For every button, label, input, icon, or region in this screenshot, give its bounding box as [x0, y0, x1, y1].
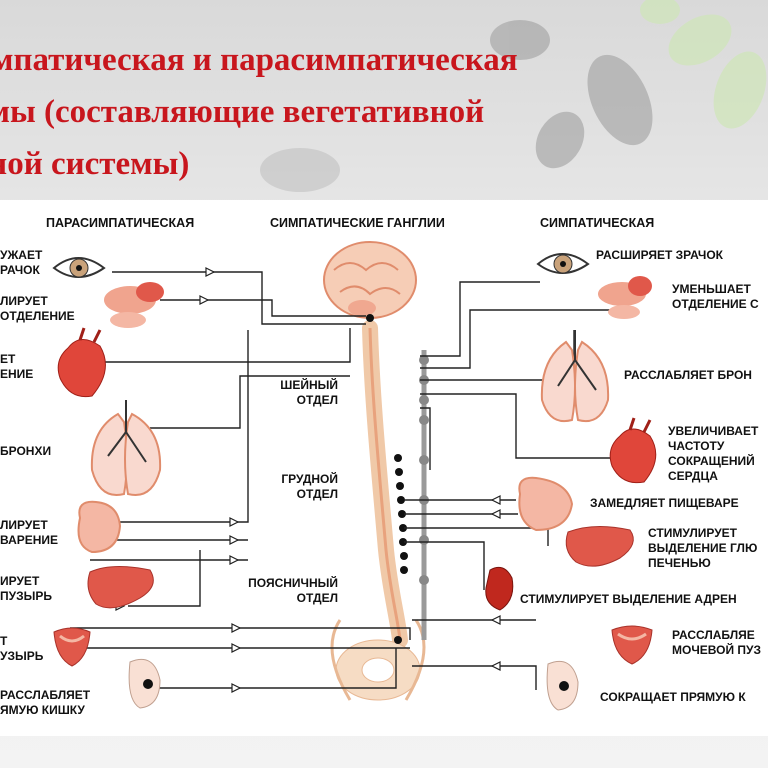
adrenal-kidney-icon	[485, 566, 514, 611]
eye-icon	[52, 257, 106, 278]
ganglia-header: СИМПАТИЧЕСКИЕ ГАНГЛИИ	[270, 216, 445, 230]
bladder-icon	[611, 625, 653, 665]
brain	[323, 241, 417, 319]
spine	[362, 320, 408, 648]
salivary-gland-icon	[598, 276, 652, 319]
salivary-gland-icon	[104, 282, 164, 328]
nervous-system-diagram	[52, 241, 657, 711]
title-line: стемы (составляющие вегетативной	[0, 94, 485, 130]
label-left-salivation: ЛИРУЕТ ОТДЕЛЕНИЕ	[0, 294, 75, 323]
slide-title: импатическая и парасимпатическая стемы (…	[0, 34, 672, 190]
pelvis	[330, 619, 426, 701]
label-right-rectum: СОКРАЩАЕТ ПРЯМУЮ К	[600, 690, 746, 704]
label-left-digestion: ЛИРУЕТ ВАРЕНИЕ	[0, 518, 59, 547]
label-left-pupil: УЖАЕТ РАЧОК	[0, 248, 43, 277]
section-lumbar: ПОЯСНИЧНЫЙ ОТДЕЛ	[248, 576, 338, 605]
heart-icon	[609, 417, 657, 484]
label-right-glucose: СТИМУЛИРУЕТ ВЫДЕЛЕНИЕ ГЛЮ ПЕЧЕНЬЮ	[648, 526, 758, 570]
section-thoracic: ГРУДНОЙ ОТДЕЛ	[281, 472, 338, 501]
title-line: импатическая и парасимпатическая	[0, 42, 518, 78]
label-left-gallbladder: ИРУЕТ ПУЗЫРЬ	[0, 574, 52, 603]
sympathetic-header: СИМПАТИЧЕСКАЯ	[540, 216, 655, 230]
liver-icon	[87, 566, 154, 609]
butterfly-decoration	[260, 0, 767, 192]
lungs-icon	[90, 400, 162, 496]
lungs-icon	[540, 330, 610, 422]
label-right-digestion: ЗАМЕДЛЯЕТ ПИЩЕВАРЕ	[590, 496, 739, 510]
sympathetic-ganglia	[490, 495, 501, 671]
diagram-panel: ПАРАСИМПАТИЧЕСКАЯ СИМПАТИЧЕСКИЕ ГАНГЛИИ …	[0, 200, 768, 736]
liver-icon	[565, 526, 634, 567]
title-line: рвной системы)	[0, 146, 190, 182]
rectum-icon	[128, 658, 161, 709]
label-right-bladder: РАССЛАБЛЯЕ МОЧЕВОЙ ПУЗ	[672, 628, 762, 657]
label-right-bronchi: РАССЛАБЛЯЕТ БРОН	[624, 368, 752, 382]
bladder-icon	[53, 627, 91, 667]
parasympathetic-header: ПАРАСИМПАТИЧЕСКАЯ	[46, 216, 195, 230]
eye-icon	[536, 253, 590, 274]
label-right-adrenaline: СТИМУЛИРУЕТ ВЫДЕЛЕНИЕ АДРЕН	[520, 592, 737, 606]
label-right-salivation: УМЕНЬШАЕТ ОТДЕЛЕНИЕ С	[672, 282, 759, 311]
section-cervical: ШЕЙНЫЙ ОТДЕЛ	[280, 378, 338, 407]
sympathetic-nerves	[404, 281, 630, 690]
label-right-pupil: РАСШИРЯЕТ ЗРАЧОК	[596, 248, 723, 262]
spinal-root-dots	[366, 314, 408, 644]
stomach-icon	[77, 500, 122, 554]
label-left-bladder: Т УЗЫРЬ	[0, 634, 44, 663]
label-left-rectum: РАССЛАБЛЯЕТ ЯМУЮ КИШКУ	[0, 688, 91, 717]
label-left-bronchi: БРОНХИ	[0, 444, 52, 458]
label-right-heart: УВЕЛИЧИВАЕТ ЧАСТОТУ СОКРАЩЕНИЙ СЕРДЦА	[668, 424, 759, 483]
sympathetic-ganglia-chain	[419, 350, 429, 640]
rectum-icon	[546, 660, 579, 711]
heart-icon	[57, 327, 106, 398]
stomach-icon	[518, 476, 574, 532]
label-left-heart: ЕТ ЕНИЕ	[0, 352, 34, 381]
